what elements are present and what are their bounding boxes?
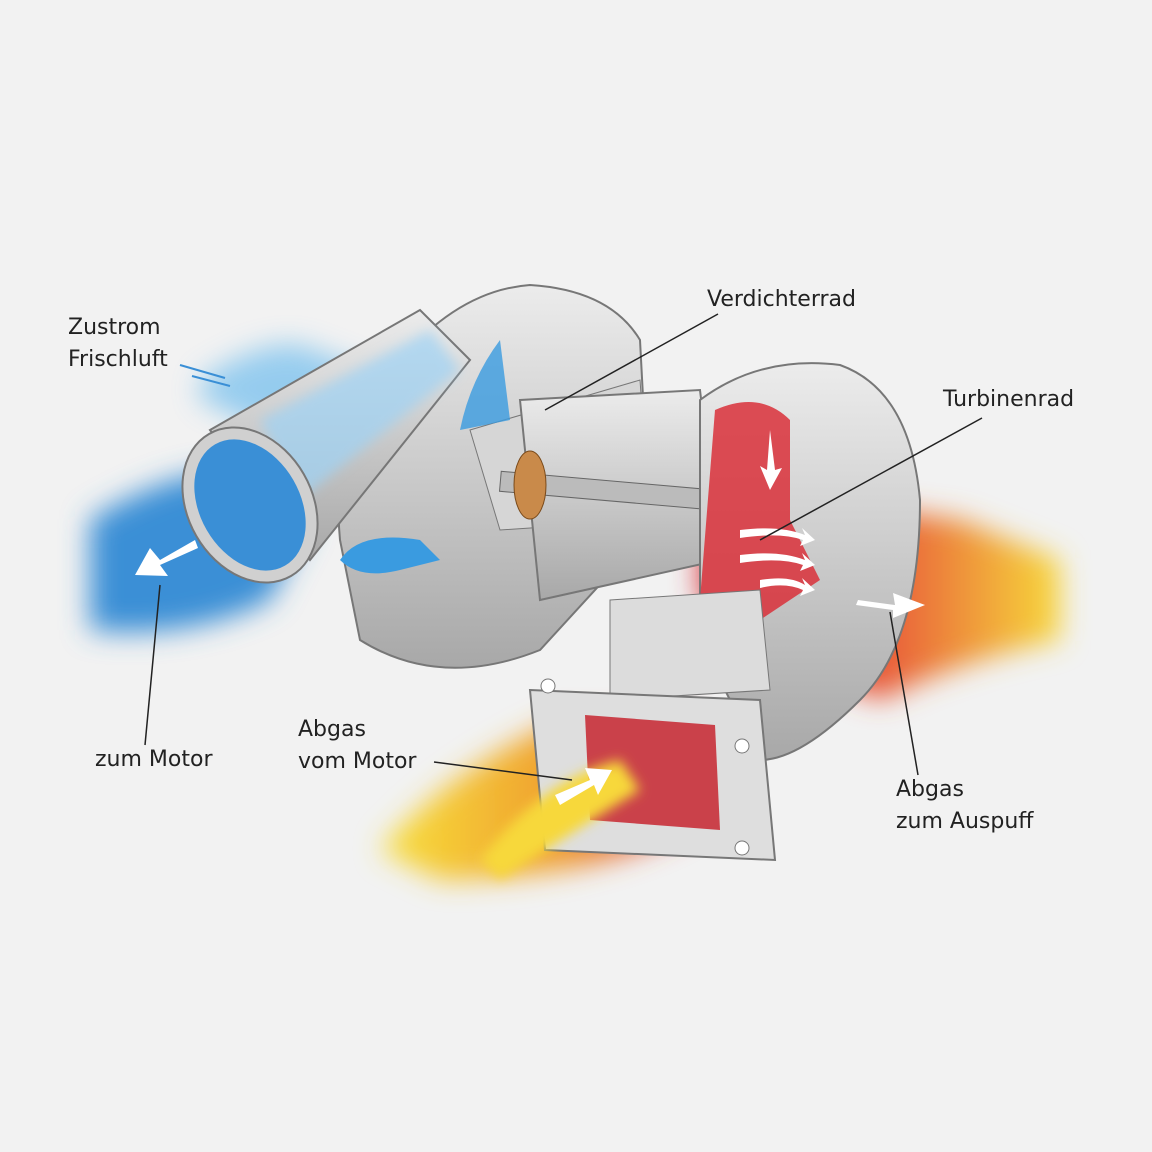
arrow-exhaust-in-icon	[555, 768, 612, 805]
label-to-engine: zum Motor	[95, 747, 213, 772]
arrow-to-engine-icon	[135, 540, 198, 576]
label-intake-line1: Zustrom	[68, 315, 161, 340]
label-intake: Zustrom Frischluft	[68, 312, 168, 376]
label-exhaust-out: Abgas zum Auspuff	[896, 774, 1033, 838]
label-intake-line2: Frischluft	[68, 347, 168, 372]
arrow-exhaust-out-icon	[856, 593, 925, 618]
label-exhaust-out-line2: zum Auspuff	[896, 809, 1034, 834]
label-turbine-wheel: Turbinenrad	[943, 387, 1075, 412]
bearing-housing	[498, 388, 731, 602]
flow-arrows	[135, 430, 925, 805]
intake-arrow-icon	[179, 364, 231, 387]
label-exhaust-in-line1: Abgas	[298, 717, 366, 742]
label-exhaust-in-line2: vom Motor	[298, 749, 417, 774]
label-exhaust-in: Abgas vom Motor	[298, 714, 416, 778]
exhaust-inlet-flange	[480, 678, 777, 880]
label-exhaust-out-line1: Abgas	[896, 777, 964, 802]
bearing	[513, 450, 547, 520]
label-compressor-wheel: Verdichterrad	[707, 287, 856, 312]
leader-lines	[144, 313, 983, 781]
intake-pipe	[181, 308, 472, 584]
